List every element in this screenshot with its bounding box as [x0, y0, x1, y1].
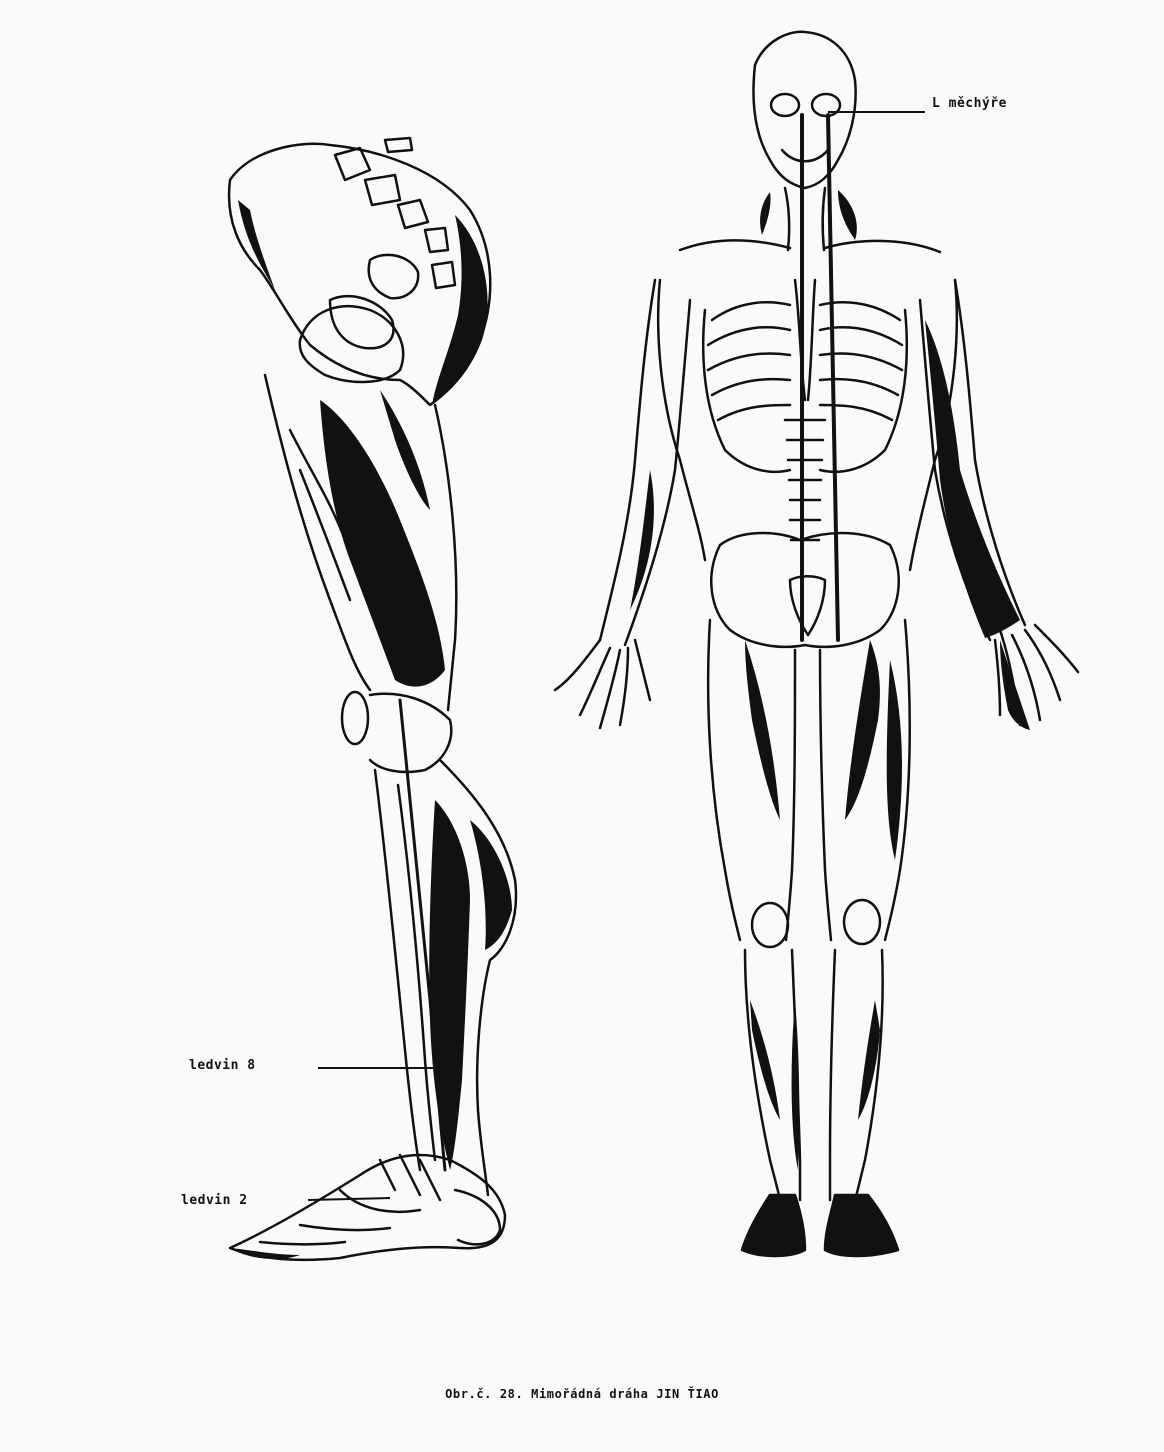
pelvis-shade [432, 215, 488, 405]
label-bladder-point: L měchýře [932, 96, 1007, 111]
pelvis-inner [330, 296, 393, 348]
label-kidney-2: ledvin 2 [181, 1193, 248, 1208]
jaw [782, 150, 828, 161]
meridian-line-right [828, 115, 838, 640]
label-kidney-8: ledvin 8 [189, 1058, 256, 1073]
shoulders [680, 240, 940, 252]
eye-socket-left [771, 94, 799, 116]
leg-side-view [229, 138, 516, 1260]
heel [455, 1190, 500, 1244]
left-shin-outer [745, 950, 780, 1200]
left-thigh-outer [708, 620, 740, 940]
body-front-view [555, 32, 1078, 1256]
right-kneecap [844, 900, 880, 944]
neck [785, 188, 825, 250]
right-thigh-inner [820, 650, 831, 940]
left-foot [742, 1195, 805, 1256]
left-kneecap [752, 903, 788, 947]
skull [753, 32, 855, 188]
left-arm-outer [600, 280, 655, 640]
calf-mass [429, 800, 470, 1170]
sternum [795, 280, 815, 400]
right-foot [825, 1195, 898, 1256]
obturator [369, 255, 418, 298]
ribs [708, 302, 902, 420]
figure-caption: Obr.č. 28. Mimořádná dráha JIN ŤIAO [0, 1387, 1164, 1401]
pointer-lines-left [308, 1068, 438, 1200]
left-thigh-inner [786, 650, 795, 940]
thigh-mass [320, 400, 445, 687]
right-shin-inner [830, 950, 835, 1200]
kneecap [342, 692, 368, 744]
sacrum-front [790, 576, 825, 635]
left-hand [555, 640, 650, 728]
spine [785, 420, 825, 540]
